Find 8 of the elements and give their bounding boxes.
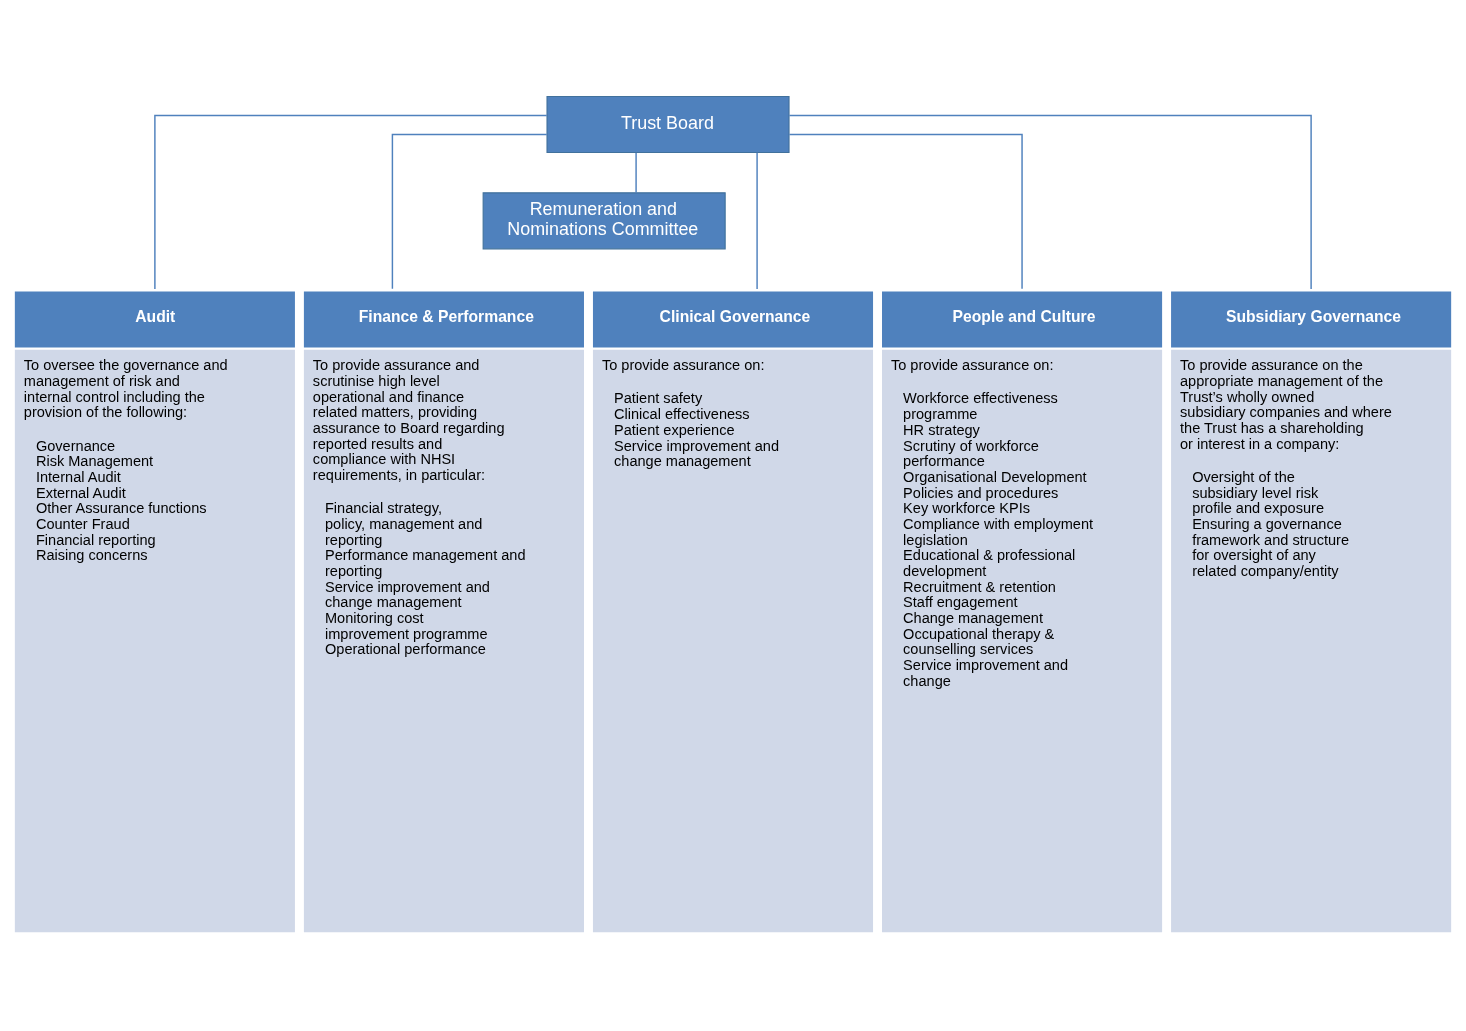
connector	[154, 114, 548, 290]
connector	[391, 133, 548, 290]
node-box: Trust Board	[546, 95, 790, 154]
connector	[788, 114, 1312, 290]
connector	[788, 133, 1023, 290]
node-box: Remuneration and Nominations Committee	[482, 192, 726, 250]
connector	[756, 152, 758, 290]
connector	[635, 152, 637, 194]
